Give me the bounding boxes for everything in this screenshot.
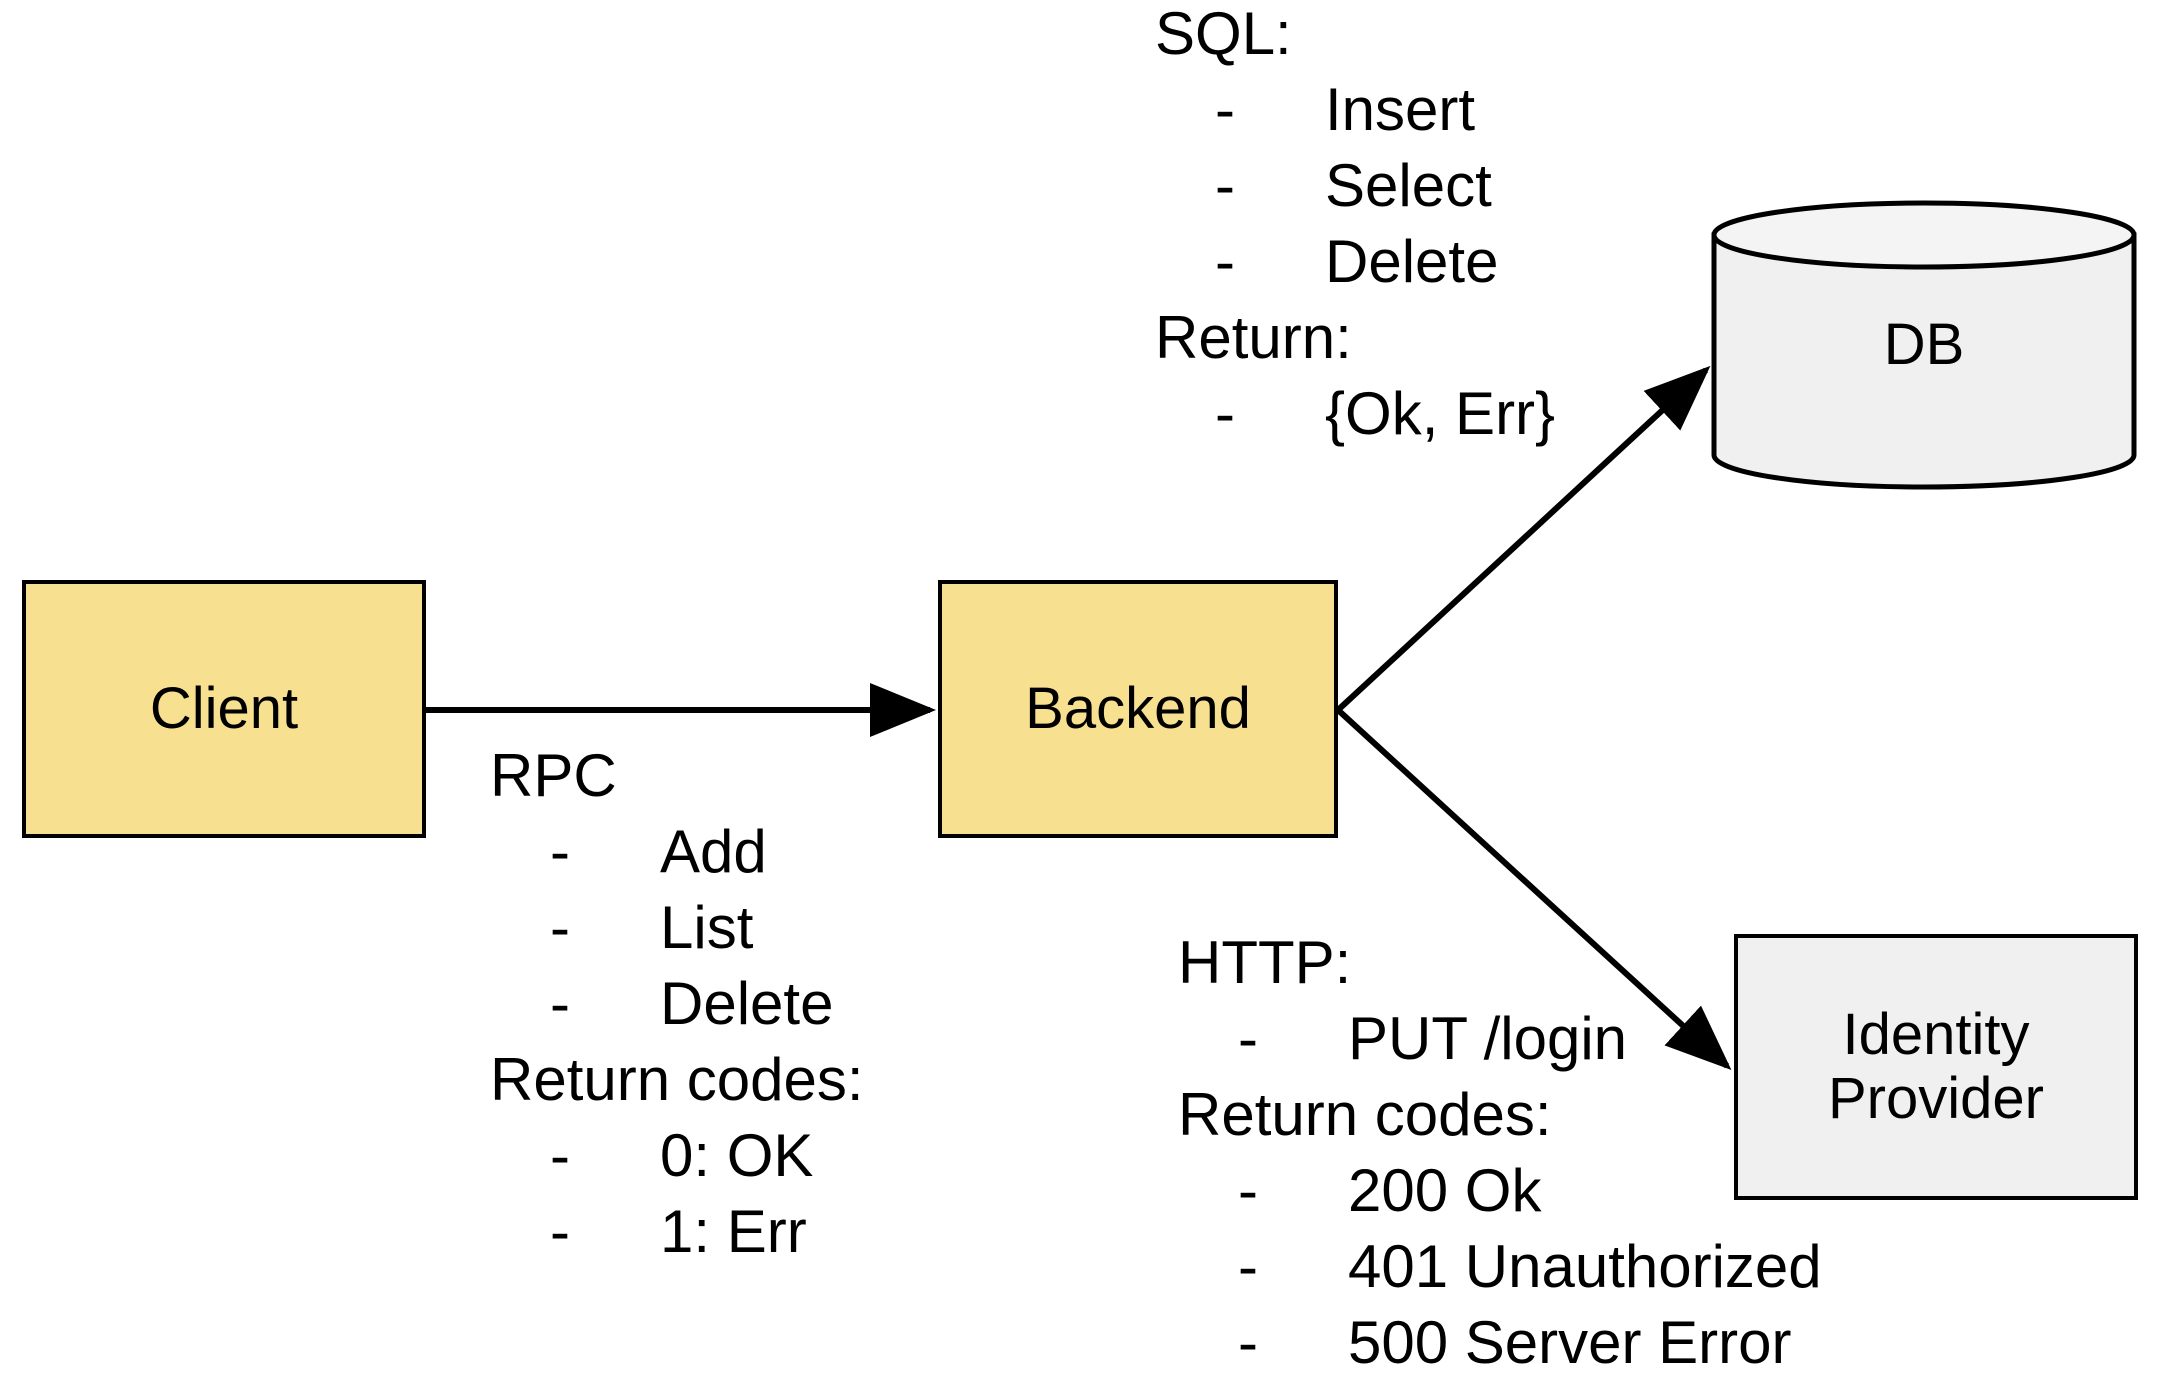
node-backend-label: Backend [1025,676,1251,742]
annotation-line-text: Add [660,818,767,885]
rpc-annotation: RPC - Add - List - Delete Return codes: - 0:… [490,738,864,1270]
node-identity-provider[interactable]: Identity Provider [1734,934,2138,1200]
node-backend[interactable]: Backend [938,580,1338,838]
annotation-line: - PUT /login [1178,1001,1822,1077]
node-identity-provider-label-line1: Identity [1842,1002,2030,1068]
annotation-line-text: 200 Ok [1348,1157,1542,1224]
annotation-line: - List [490,890,864,966]
annotation-line-text: List [660,894,754,961]
sql-annotation: SQL: - Insert - Select - Delete Return: - {O… [1155,0,1555,452]
annotation-line-text: Delete [1325,228,1499,295]
annotation-line: - {Ok, Err} [1155,376,1555,452]
bullet-marker: - [1215,152,1235,219]
node-identity-provider-label-line2: Provider [1828,1066,2044,1131]
annotation-line: - 200 Ok [1178,1153,1822,1229]
bullet-marker: - [1238,1309,1258,1376]
bullet-marker: - [1215,76,1235,143]
annotation-line-text: Delete [660,970,834,1037]
annotation-line-text: PUT /login [1348,1005,1628,1072]
bullet-marker: - [550,818,570,885]
annotation-line-text: {Ok, Err} [1325,380,1556,447]
annotation-line: Return codes: [490,1046,864,1113]
bullet-marker: - [550,1122,570,1189]
bullet-marker: - [550,970,570,1037]
annotation-line-text: 0: OK [660,1122,814,1189]
annotation-line: - 0: OK [490,1118,864,1194]
annotation-line-text: 1: Err [660,1198,807,1265]
annotation-line: - 500 Server Error [1178,1305,1822,1381]
cylinder-icon [1711,200,2137,490]
annotation-line: - Select [1155,148,1555,224]
annotation-line-text: 500 Server Error [1348,1309,1792,1376]
annotation-line: Return codes: [1178,1081,1552,1148]
http-annotation: HTTP: -PUT /login Return codes: -200 Ok … [1178,925,1822,1381]
bullet-marker: - [550,1198,570,1265]
bullet-marker: - [1215,380,1235,447]
annotation-line-text: Insert [1325,76,1476,143]
node-db-label-text: DB [1883,312,1965,378]
annotation-line: - 1: Err [490,1194,864,1270]
annotation-line-text: 401 Unauthorized [1348,1233,1822,1300]
bullet-marker: - [1215,228,1235,295]
annotation-line: - 401 Unauthorized [1178,1229,1822,1305]
annotation-line: - Insert [1155,72,1555,148]
node-client-label: Client [149,676,299,742]
annotation-line: - Add [490,814,864,890]
annotation-line: - Delete [490,966,864,1042]
annotation-line: HTTP: [1178,929,1352,996]
node-db-label: DB [1709,198,2139,492]
bullet-marker: - [1238,1005,1258,1072]
annotation-line: SQL: [1155,0,1292,67]
annotation-line: RPC [490,742,617,809]
node-db[interactable]: DB [1709,198,2139,492]
annotation-line: - Delete [1155,224,1555,300]
node-identity-provider-label: Identity Provider [1828,1003,2044,1131]
annotation-line-text: Select [1325,152,1492,219]
bullet-marker: - [1238,1233,1258,1300]
annotation-line: Return: [1155,304,1352,371]
bullet-marker: - [1238,1157,1258,1224]
bullet-marker: - [550,894,570,961]
node-client[interactable]: Client [22,580,426,838]
